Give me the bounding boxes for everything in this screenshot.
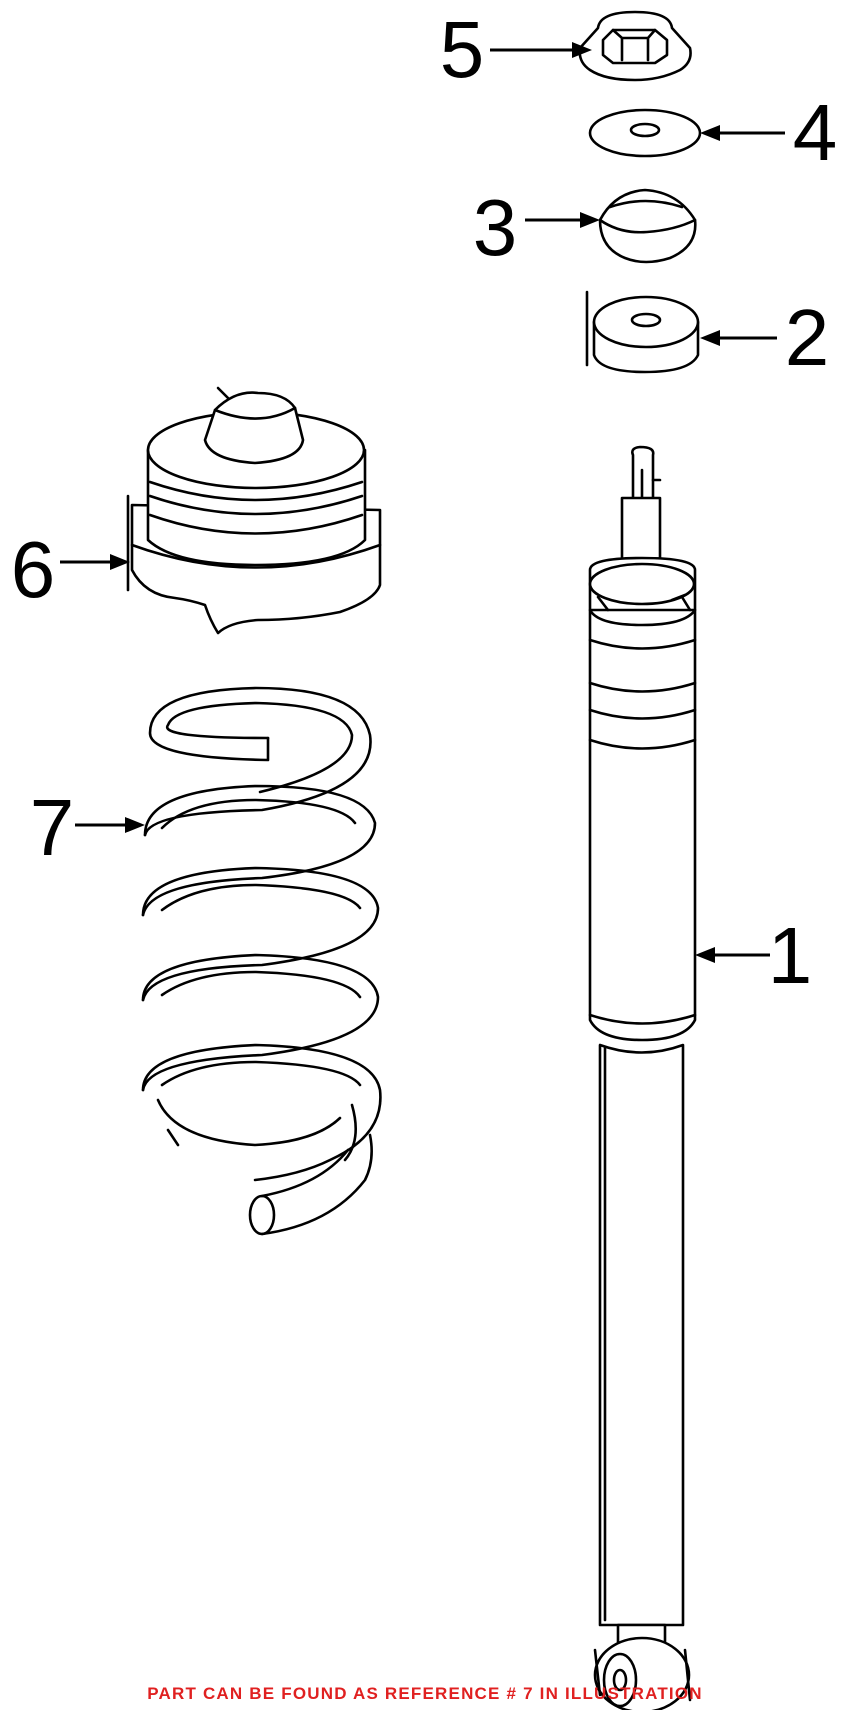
callouts: 5 4 3 2 6 7: [11, 5, 838, 1000]
part-7-coil-spring: [141, 686, 382, 1236]
callout-6-number: 6: [11, 525, 56, 614]
callout-2-number: 2: [785, 293, 830, 382]
callout-7-number: 7: [30, 783, 75, 872]
callout-5-number: 5: [440, 5, 485, 94]
callout-3-number: 3: [473, 183, 518, 272]
part-6-spring-mount: [126, 386, 382, 635]
callout-5: 5: [440, 5, 592, 94]
callout-7: 7: [30, 783, 145, 872]
callout-1: 1: [695, 911, 812, 1000]
callout-3: 3: [473, 183, 600, 272]
callout-2: 2: [700, 293, 829, 382]
reference-note: PART CAN BE FOUND AS REFERENCE # 7 IN IL…: [147, 1684, 703, 1703]
callout-6-arrowhead: [110, 554, 130, 570]
callout-4-number: 4: [793, 88, 838, 177]
callout-6: 6: [11, 525, 130, 614]
callout-5-arrowhead: [572, 42, 592, 58]
callout-4-arrowhead: [700, 125, 720, 141]
part-5-nut: [578, 10, 692, 82]
callout-1-number: 1: [768, 911, 813, 1000]
callout-2-arrowhead: [700, 330, 720, 346]
part-4-washer: [588, 108, 702, 158]
part-3-cup: [598, 188, 697, 264]
callout-7-arrowhead: [125, 817, 145, 833]
part-2-bushing: [585, 290, 700, 374]
part-1-shock-absorber: [588, 445, 697, 1710]
callout-3-arrowhead: [580, 212, 600, 228]
callout-1-arrowhead: [695, 947, 715, 963]
callout-4: 4: [700, 88, 837, 177]
